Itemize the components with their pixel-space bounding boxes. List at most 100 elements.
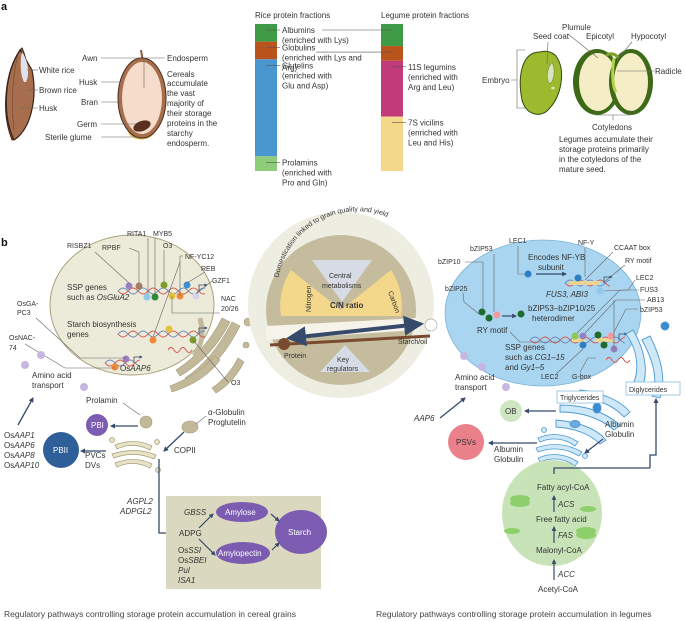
label-husk: Husk — [79, 78, 98, 87]
cereal-starch-genes-line1: Starch biosynthesis — [67, 320, 136, 329]
diglycerides-box — [625, 381, 681, 396]
fraction-detail: (enriched with — [282, 168, 332, 177]
key-label-1: Key — [337, 357, 350, 364]
arrow-copii — [163, 431, 185, 452]
central-label-1: Central — [329, 273, 352, 280]
amino-acid-label-cereal-1: Amino acid — [32, 371, 72, 380]
lec2-bottom-label: LEC2 — [541, 374, 559, 381]
ssp-gene-name: OsGluA2 — [97, 293, 130, 302]
ry-motif-label-top: RY motif — [625, 258, 652, 265]
cereal-er — [169, 317, 253, 394]
fus3-abi3-helix — [564, 275, 613, 287]
fraction-detail: (enriched with — [408, 73, 458, 82]
key-label-2: regulators — [327, 366, 359, 373]
gene-name: Gy1–5 — [521, 363, 545, 372]
enzyme: OsSSI — [178, 546, 202, 555]
fraction-detail: (enriched with — [282, 71, 332, 80]
label-white-rice: White rice — [39, 66, 75, 75]
panel-b-label: b — [1, 237, 8, 249]
promoter-arrow-icon — [603, 275, 613, 283]
panel-a-label: a — [1, 1, 8, 13]
gene-name: AAP1 — [13, 431, 34, 440]
tf-bzip53-right: bZIP53 — [640, 307, 663, 314]
starch-oil-label: Starch/oil — [398, 339, 428, 346]
agpl2-label: AGPL2 — [126, 497, 153, 506]
label-hypocotyl: Hypocotyl — [631, 32, 666, 41]
tf-nf-y: NF-Y — [578, 240, 595, 247]
albumin-globulin-left-2: Globulin — [494, 455, 523, 464]
caption-legume: Regulatory pathways controlling storage … — [376, 609, 651, 619]
label-plumule: Plumule — [562, 23, 591, 32]
globulin-label-1: α-Globulin — [208, 408, 245, 417]
fraction-detail: (enriched with — [408, 129, 458, 138]
label-seed-coat: Seed coat — [533, 32, 570, 41]
heterodimer-label-2: heterodimer — [532, 314, 575, 323]
ry-motif-label: RY motif — [477, 326, 508, 335]
aap-gene: OsAAP8 — [4, 451, 35, 460]
gene-name: ISA1 — [178, 576, 195, 585]
desc-line: accumulate — [167, 79, 208, 88]
amylopectin-label: Amylopectin — [218, 549, 262, 558]
starch-gene-helix — [117, 326, 208, 338]
g-box-label: G-box — [572, 374, 592, 381]
gene-prefix: Os — [4, 441, 14, 450]
legume-ssp-genes-1: SSP genes — [505, 343, 545, 352]
legume-seed-labels: Plumule Seed coat Epicotyl Hypocotyl Rad… — [482, 23, 682, 174]
motif-box — [595, 338, 613, 342]
tf-fus3: FUS3 — [640, 287, 658, 294]
legume-fractions-title: Legume protein fractions — [381, 11, 469, 20]
ssp-gene-helix — [117, 283, 208, 295]
albumin-globulin-left-1: Albumin — [494, 445, 523, 454]
caption-cereal: Regulatory pathways controlling storage … — [4, 609, 296, 619]
fraction-segment — [381, 116, 403, 171]
albumin-globulin-right-1: Albumin — [605, 420, 634, 429]
tf-rita1: RITA1 — [127, 231, 146, 238]
triglycerides-box — [556, 390, 604, 404]
amino-acid-dots-cereal — [21, 351, 88, 391]
connector-fatty — [553, 467, 650, 474]
ob-body — [500, 400, 522, 422]
label-brown-rice: Brown rice — [39, 86, 77, 95]
gene-prefix: Os — [178, 556, 188, 565]
label-embryo: Embryo — [482, 76, 510, 85]
heterodimer-label-1: bZIP53–bZIP10/25 — [528, 304, 596, 313]
diglycerides-label: Diglycerides — [629, 387, 668, 394]
rice-fractions-title: Rice protein fractions — [255, 11, 330, 20]
central-label-2: metabolisms — [322, 283, 362, 290]
label-germ: Germ — [77, 120, 97, 129]
arrow-aap6-legume — [439, 397, 466, 419]
desc-line: Cereals — [167, 70, 195, 79]
fraction-detail: Arg) — [282, 64, 297, 73]
pbi-label: PBI — [91, 421, 104, 430]
gene-name: AAP6 — [129, 364, 151, 373]
prolamin-vesicle — [139, 415, 153, 429]
arrow-adpg-amylopectin — [198, 538, 216, 556]
arrow-adpg-amylose — [198, 513, 214, 529]
label-epicotyl: Epicotyl — [586, 32, 614, 41]
label-radicle: Radicle — [655, 67, 682, 76]
fraction-detail: (enriched with Lys) — [282, 36, 349, 45]
label-cotyledons: Cotyledons — [592, 123, 632, 132]
arrow-albumin-golgi — [584, 438, 604, 454]
amino-acid-label-cereal-2: transport — [32, 381, 64, 390]
legume-seed-illustration — [519, 49, 653, 115]
ccaat-box-label: CCAAT box — [614, 245, 651, 252]
desc-line: majority of — [167, 99, 205, 108]
cereal-ssp-genes-line1: SSP genes — [67, 283, 107, 292]
gbss-label: GBSS — [184, 508, 207, 517]
plastid — [502, 460, 602, 566]
arrow-amylose-starch — [270, 513, 280, 522]
tf-nac-2026: 20/26 — [221, 306, 239, 313]
legume-description: Legumes accumulate their storage protein… — [559, 135, 653, 174]
tf-osnac74-2: 74 — [9, 345, 17, 352]
domestication-circle — [248, 212, 438, 398]
tf-osgapc3-1: OsGA- — [17, 301, 39, 308]
malonyl-coa-label: Malonyl-CoA — [536, 546, 582, 555]
rice-grain-illustration — [5, 47, 35, 141]
tf-bzip25: bZIP25 — [445, 286, 468, 293]
legume-ssp-genes-2: such as CG1–15 — [505, 353, 565, 362]
fraction-segment — [381, 60, 403, 117]
arrow-aap-to-amino — [17, 397, 34, 426]
aap6-legume-label: AAP6 — [413, 414, 435, 423]
